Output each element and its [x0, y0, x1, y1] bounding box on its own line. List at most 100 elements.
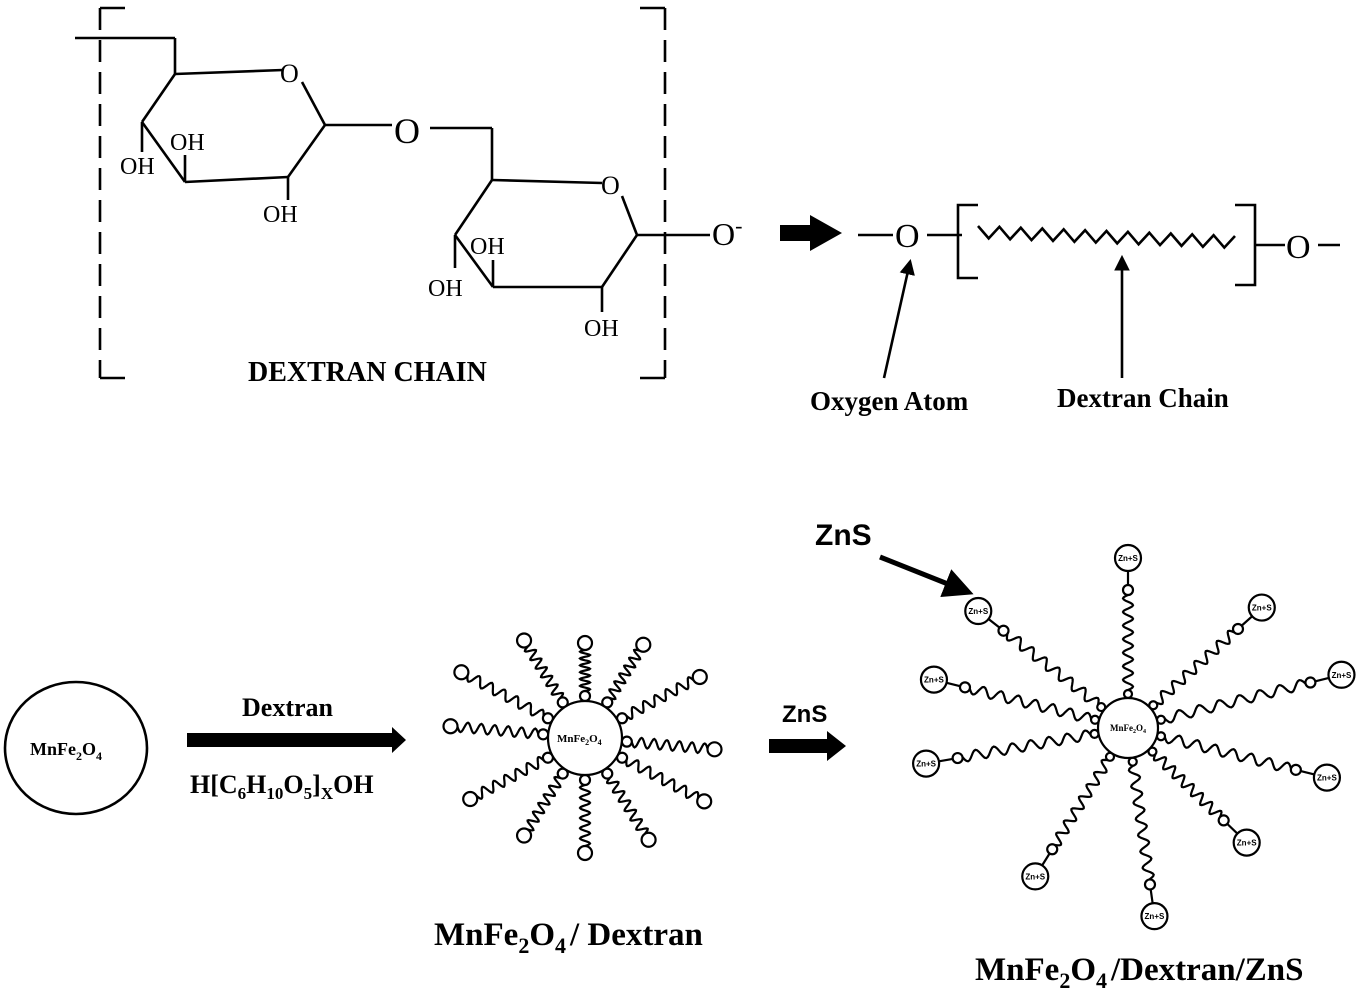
terminal-bead: [1143, 878, 1157, 891]
glucose-ring-2: [453, 178, 710, 312]
middle-core-label: MnFe2O4: [557, 733, 602, 747]
linker: [987, 618, 1001, 629]
terminal-bead: [1046, 843, 1059, 856]
zns-bead: [912, 749, 941, 778]
terminal-anion-charge: -: [735, 213, 742, 238]
dextran-strand: [1155, 629, 1235, 706]
zns-bead: [1312, 763, 1342, 792]
dextran-strand: [578, 783, 592, 848]
terminal-bead: [958, 681, 972, 694]
dextran-strand: [1121, 593, 1135, 692]
terminal-bead: [453, 664, 470, 681]
dextran-strand: [625, 676, 695, 721]
dextran-strand: [961, 729, 1092, 763]
zns-bead: [919, 665, 949, 694]
terminal-bead: [691, 668, 708, 686]
linker: [1315, 676, 1330, 683]
linker: [946, 681, 961, 688]
arrow-dextran-label: Dextran: [242, 693, 334, 722]
dextran-labels: O OH OH OH O O OH OH OH O- DEXTRAN CHAIN: [120, 59, 742, 388]
ring2-oh-b: OH: [428, 276, 463, 302]
zns-bead-label: Zn+S: [1332, 671, 1352, 680]
bridge-oxygen: O: [394, 111, 420, 151]
block-arrow-top: [780, 215, 842, 251]
dextran-strand: [475, 755, 545, 800]
anchor-bead: [1148, 700, 1159, 711]
zns-bead-label: Zn+S: [1118, 554, 1138, 563]
dextran-strand: [1164, 678, 1307, 724]
zns-bead: [964, 596, 993, 626]
ring1-oxygen: O: [280, 59, 299, 88]
terminal-bead: [442, 718, 459, 735]
zns-callout-label: ZnS: [815, 519, 872, 552]
zns-bead-label: Zn+S: [916, 760, 936, 769]
left-bracket: [98, 6, 125, 380]
right-bracket: [640, 6, 667, 380]
dextran-strand: [605, 777, 649, 835]
dextran-strand: [968, 685, 1093, 722]
dextran-strand: [1127, 764, 1155, 881]
oxygen-pointer-arrow: [882, 258, 915, 379]
arrow-zns: ZnS: [769, 701, 846, 761]
simplified-chain: [858, 203, 1340, 379]
dextran-strand: [630, 736, 709, 755]
dextran-strand: [523, 645, 565, 699]
zns-bead-label: Zn+S: [1317, 774, 1337, 783]
zns-bead: [1247, 593, 1276, 622]
terminal-bead: [576, 844, 594, 862]
ring1-oh-a: OH: [120, 154, 155, 180]
terminal-bead: [515, 632, 533, 649]
label-dextran-chain: Dextran Chain: [1057, 383, 1229, 413]
ring1-oh-c: OH: [263, 202, 298, 228]
arrow-zns-label: ZnS: [782, 701, 827, 728]
dextran-coated-particle: [442, 632, 723, 862]
linker: [1226, 823, 1239, 835]
linker: [1240, 615, 1253, 627]
terminal-bead: [515, 827, 533, 844]
ring1-oh-b: OH: [170, 130, 205, 156]
ring2-oh-a: OH: [470, 234, 505, 260]
terminal-anion: O-: [712, 213, 742, 252]
zns-bead-label: Zn+S: [1025, 872, 1045, 881]
arrow-dextran: Dextran H[C6H10O5]XOH: [187, 693, 406, 803]
zns-bead: [1232, 828, 1261, 857]
caption-middle: MnFe2O4/ Dextran: [434, 917, 703, 958]
glycosidic-link: [430, 126, 494, 180]
zns-bead-label: Zn+S: [1237, 839, 1257, 848]
zns-bead-label: Zn+S: [924, 676, 944, 685]
simplified-oxygen-right: O: [1286, 229, 1311, 266]
right-core-label: MnFe2O4: [1110, 723, 1146, 735]
anchor-bead: [537, 728, 550, 741]
zns-bead: [1113, 543, 1143, 573]
terminal-bead: [635, 636, 652, 653]
bare-core-label: MnFe2O4: [30, 739, 102, 763]
label-oxygen-atom: Oxygen Atom: [810, 386, 969, 416]
dextran-strand: [578, 648, 592, 693]
dextran-strand: [1152, 754, 1223, 818]
ring2-oh-c: OH: [584, 316, 619, 342]
dextran-formula: H[C6H10O5]XOH: [190, 770, 374, 803]
terminal-bead: [696, 793, 713, 810]
terminal-bead: [640, 831, 657, 848]
zns-bead: [1140, 902, 1169, 931]
terminal-bead: [1304, 676, 1317, 689]
zns-bead-label: Zn+S: [1145, 912, 1165, 921]
terminal-bead: [1289, 763, 1302, 776]
linker: [1300, 769, 1315, 776]
anchor-bead: [578, 689, 592, 703]
zns-bead-label: Zn+S: [1252, 604, 1272, 613]
zns-decorated-particle: Zn+SZn+SZn+SZn+SZn+SZn+SZn+SZn+SZn+SZn+S…: [912, 543, 1356, 931]
terminal-bead: [462, 790, 479, 808]
anchor-bead: [1147, 746, 1158, 757]
dextran-strand: [1163, 734, 1293, 772]
dextran-strand: [526, 775, 562, 832]
zns-bead: [1327, 660, 1356, 689]
terminal-bead: [951, 751, 964, 765]
terminal-anion-o: O: [712, 216, 735, 252]
dextran-zigzag: [977, 224, 1236, 250]
zns-bead: [1021, 862, 1050, 891]
dextran-chain-title: DEXTRAN CHAIN: [248, 357, 487, 388]
bare-core: MnFe2O4: [3, 680, 149, 816]
dextran-structure: [75, 6, 710, 380]
